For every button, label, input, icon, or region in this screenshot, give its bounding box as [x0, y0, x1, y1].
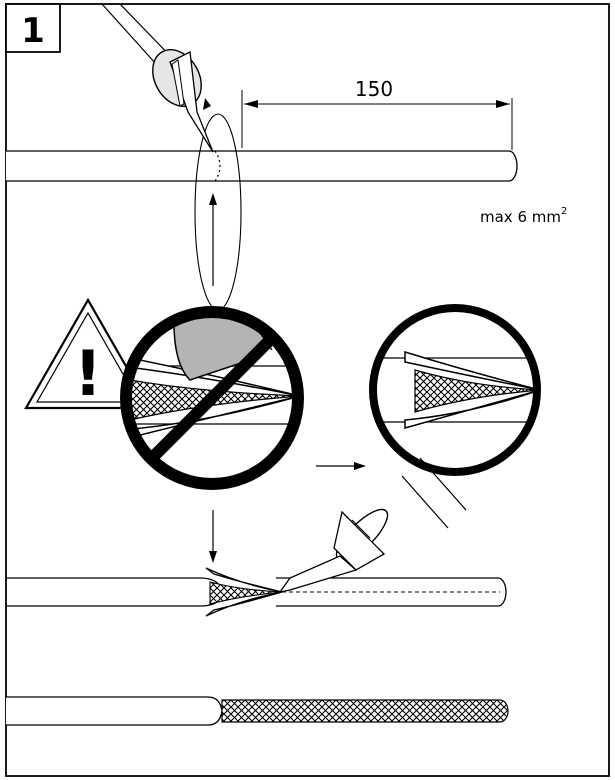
correct-method-icon — [369, 304, 541, 476]
warning-symbol: ! — [74, 337, 102, 410]
outer-frame — [5, 3, 610, 777]
dimension-line: 150 — [241, 77, 513, 150]
stripping-tool-icon — [278, 457, 467, 593]
step-number: 1 — [21, 11, 45, 51]
cable-middle — [6, 567, 507, 617]
step-number-box: 1 — [5, 3, 61, 53]
flow-arrow-right — [316, 462, 366, 470]
cable-knife-icon — [101, 3, 214, 153]
cable-spec-label: max 6 mm2 — [480, 206, 567, 226]
flow-arrow-down — [209, 510, 217, 563]
cable-bottom — [6, 696, 509, 726]
warning-triangle-icon: ! — [24, 297, 152, 410]
prohibited-icon — [120, 306, 304, 490]
cable-top — [6, 150, 518, 182]
dimension-label: 150 — [355, 77, 393, 101]
